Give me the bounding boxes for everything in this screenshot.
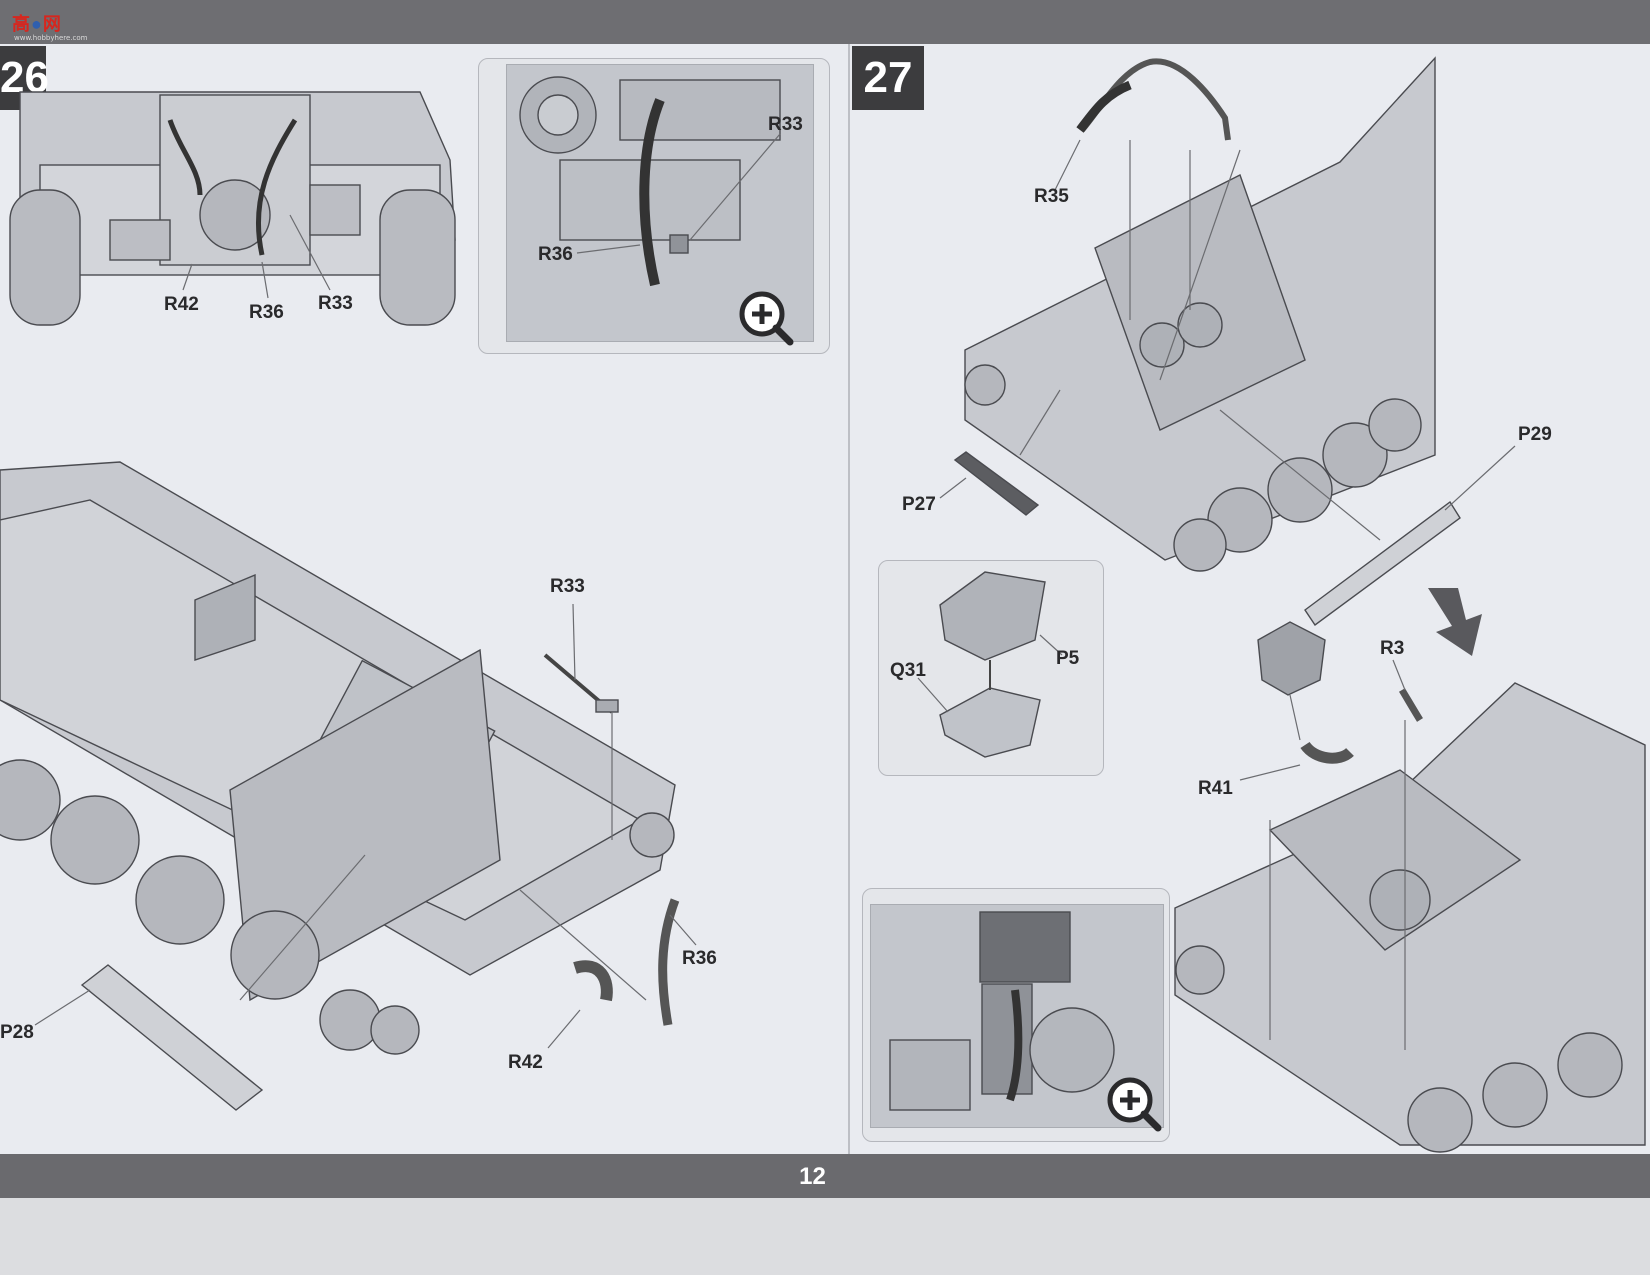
callout-r35: R35 [1034,186,1069,207]
callout-r36-top: R36 [249,302,284,323]
callout-r36-inset: R36 [538,244,573,265]
inset-26-detail [519,76,781,287]
callout-p27: P27 [902,494,936,515]
fuel-tank-assembly [939,571,1046,758]
zoom-in-icon [739,291,794,346]
callout-r3: R3 [1380,638,1405,659]
page-divider [848,44,850,1154]
page-number: 12 [799,1163,826,1190]
logo-text-a: 高 [12,14,31,34]
step-badge-27: 27 [852,46,924,110]
callout-r36-main: R36 [682,948,717,969]
logo-url: www.hobbyhere.com [14,34,88,42]
callout-r33-top: R33 [318,293,353,314]
leader-lines [34,133,1516,1050]
callout-r33-inset: R33 [768,114,803,135]
down-arrow-icon [1428,588,1482,656]
callout-r33-main: R33 [550,576,585,597]
callout-r42-main: R42 [508,1052,543,1073]
site-logo: 高●网 www.hobbyhere.com [6,6,87,42]
callout-r41: R41 [1198,778,1233,799]
callout-q31: Q31 [890,660,926,681]
inset-27-detail [889,911,1115,1111]
rear-view-hull [9,91,456,326]
scan-margin [0,1198,1650,1275]
callout-p28: P28 [0,1022,34,1043]
zoom-in-icon [1107,1077,1162,1132]
callout-p29: P29 [1518,424,1552,445]
bottom-band [0,1154,1650,1198]
main-hull-27-top [953,56,1461,626]
main-hull-26 [0,461,680,1111]
top-band [0,0,1650,44]
main-hull-27-bottom [1174,621,1646,1153]
callout-r42-top: R42 [164,294,199,315]
logo-dot-icon: ● [31,14,43,34]
logo-text-b: 网 [42,14,62,34]
callout-p5: P5 [1056,648,1080,669]
